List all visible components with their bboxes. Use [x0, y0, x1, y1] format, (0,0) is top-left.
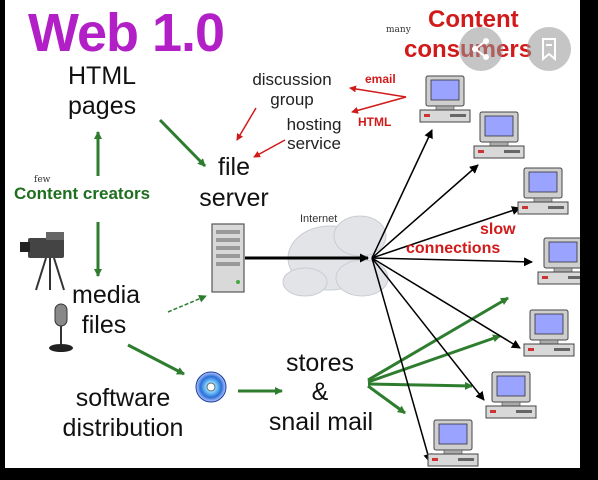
consumer-computer-icon: [517, 167, 569, 215]
html-pages-label-line1: HTML: [68, 62, 137, 90]
consumer-computer-icon: [485, 371, 537, 419]
red-arrows: [236, 85, 407, 158]
consumer-computer-icon: [523, 309, 575, 357]
frame-bottom-border: [0, 468, 598, 480]
consumer-computer-icon: [419, 75, 471, 123]
software-distribution-label-line2: distribution: [62, 414, 184, 442]
cd-disc-icon: [195, 371, 227, 403]
internet-label: Internet: [300, 213, 338, 225]
email-label: email: [365, 72, 396, 86]
html-pages-label-line2: pages: [68, 92, 137, 120]
stores-label-line2: &: [311, 378, 329, 406]
media-files-label-line1: media: [72, 281, 141, 309]
internet-cloud: [282, 215, 389, 297]
hosting-service-label-line2: service: [287, 134, 341, 153]
file-server-label-line2: server: [199, 184, 269, 212]
html-red-label: HTML: [358, 115, 392, 129]
consumer-computer-icon: [473, 111, 525, 159]
share-button[interactable]: [459, 27, 503, 71]
software-distribution-label-line1: software: [75, 384, 171, 412]
media-to-server-arrow: [167, 295, 207, 313]
slow-connections-label-line2: connections: [406, 240, 501, 257]
file-server-tower: [211, 223, 245, 293]
stores-label-line3: snail mail: [268, 408, 374, 436]
slow-connections-label-line1: slow: [480, 221, 516, 238]
consumer-computer-icon: [427, 419, 479, 467]
stores-to-consumers-arrows: [367, 296, 509, 415]
few-label: few: [34, 175, 51, 185]
share-icon: [472, 38, 489, 60]
frame-right-border: [580, 0, 598, 480]
microphone-icon: [49, 303, 73, 352]
video-camera-icon: [20, 232, 65, 291]
file-server-label-line1: file: [218, 153, 250, 181]
content-creators-label: Content creators: [14, 184, 151, 203]
many-label: many: [386, 25, 411, 35]
consumer-computer-icon: [537, 237, 589, 285]
bookmark-button[interactable]: [527, 27, 571, 71]
discussion-group-label-line1: discussion: [252, 70, 332, 89]
hosting-service-label-line1: hosting: [286, 115, 342, 134]
stores-label-line1: stores: [285, 349, 355, 377]
frame-left-border: [0, 0, 5, 480]
internet-to-consumers-arrows: [371, 129, 533, 463]
media-files-label-line2: files: [81, 311, 127, 339]
discussion-group-label-line2: group: [270, 90, 314, 109]
bookmark-icon: [542, 38, 556, 62]
creator-arrows: [94, 118, 283, 395]
diagram-title: Web 1.0: [28, 3, 225, 63]
consumer-computers: [419, 75, 589, 467]
